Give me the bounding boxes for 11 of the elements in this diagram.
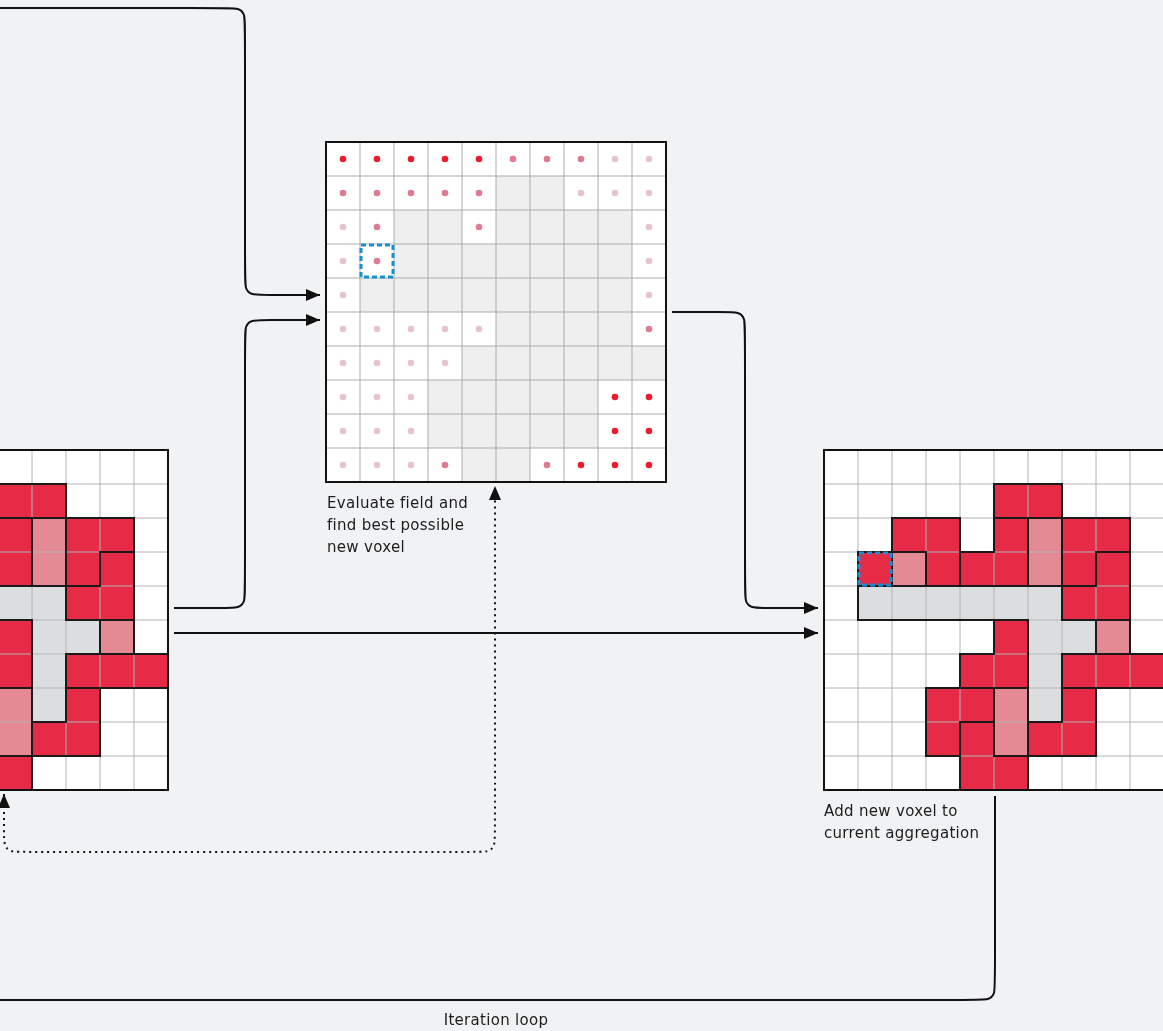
node-label: Add new voxel to current aggregation: [824, 801, 981, 844]
arrow: [671, 311, 819, 614]
voxel-grid-drawing: [326, 142, 666, 482]
node-label: Evaluate field and find best possible new voxel: [327, 493, 470, 558]
arrow: [0, 485, 501, 853]
arrow: [0, 7, 321, 301]
connector-line: [0, 795, 996, 1001]
edge-label: Iteration loop: [443, 1011, 549, 1029]
voxel-grid-drawing: [824, 450, 1163, 790]
arrow: [173, 314, 321, 609]
arrow: [173, 627, 819, 639]
